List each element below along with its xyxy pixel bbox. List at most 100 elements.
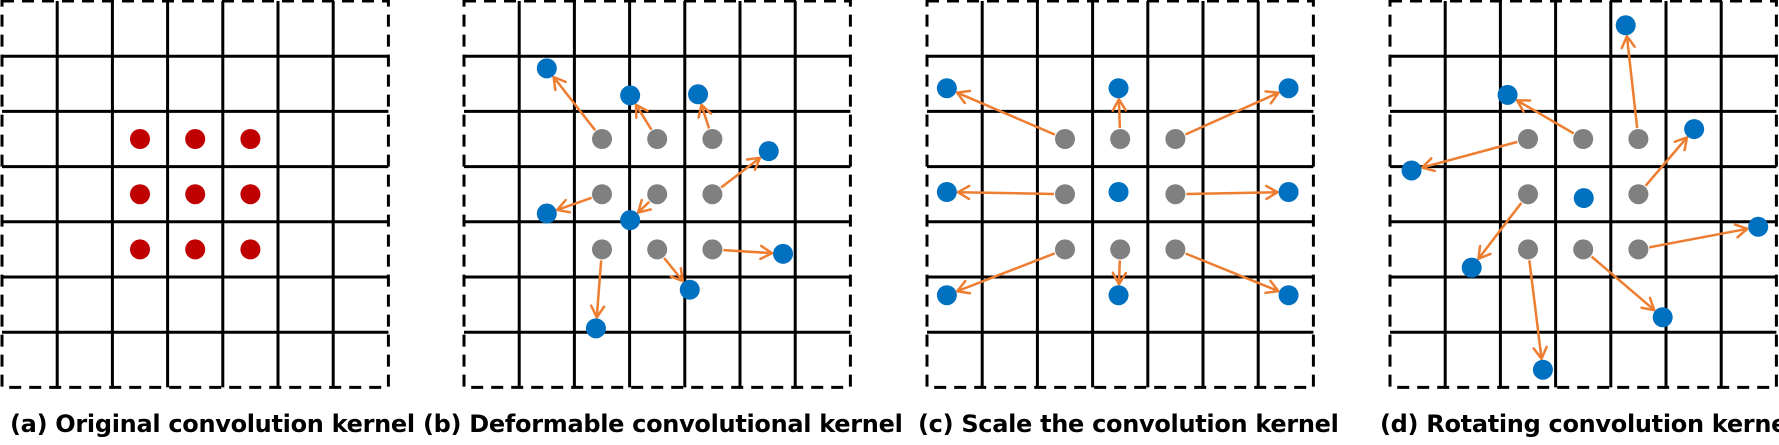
offset-arrow-head <box>759 244 774 261</box>
offset-point <box>758 141 779 162</box>
offset-arrow <box>1111 260 1128 286</box>
offset-point <box>1108 285 1129 306</box>
offset-arrow <box>720 156 762 189</box>
offset-point <box>1278 285 1299 306</box>
offset-point <box>536 203 557 224</box>
offset-arrow <box>634 103 653 131</box>
panel-b-deformable-kernel <box>462 0 852 389</box>
offset-arrow <box>1186 184 1279 201</box>
offset-arrow-shaft <box>595 260 603 318</box>
offset-point <box>1684 119 1705 140</box>
sampling-point <box>1518 184 1538 205</box>
sampling-point <box>1518 239 1538 260</box>
offset-point <box>773 243 794 264</box>
offset-arrow-shaft <box>552 76 597 132</box>
offset-point <box>1573 188 1594 209</box>
offset-point <box>688 84 709 105</box>
offset-point <box>536 58 557 79</box>
offset-arrow-head <box>555 198 572 214</box>
sampling-point <box>592 184 612 205</box>
offset-arrow-shaft <box>1184 91 1280 136</box>
offset-arrow <box>636 198 652 214</box>
offset-arrow-head <box>1264 184 1279 201</box>
offset-point <box>1278 181 1299 202</box>
caption-b: (b) Deformable convolutional kernel <box>423 410 903 438</box>
offset-arrow-head <box>955 89 972 105</box>
sampling-point <box>1165 129 1186 149</box>
offset-arrow <box>552 75 597 132</box>
offset-arrow <box>555 196 593 214</box>
offset-arrow-shaft <box>700 104 711 129</box>
offset-point <box>1278 78 1299 99</box>
offset-arrow-head <box>1111 97 1128 112</box>
grid-border <box>1388 0 1778 389</box>
offset-arrow <box>723 244 774 261</box>
offset-arrow <box>1185 252 1280 295</box>
original-kernel-point <box>185 184 206 205</box>
sampling-point <box>1518 129 1538 149</box>
offset-arrow-shaft <box>720 156 761 189</box>
offset-arrow-head <box>1420 157 1436 173</box>
offset-arrow <box>1515 99 1575 135</box>
offset-arrow-shaft <box>1185 252 1279 293</box>
offset-arrow <box>663 257 685 283</box>
offset-arrow-shaft <box>1117 99 1122 129</box>
sampling-point <box>1628 184 1649 205</box>
offset-arrow-shaft <box>1528 260 1543 359</box>
original-kernel-point <box>130 129 150 149</box>
original-kernel-point <box>130 239 150 260</box>
sampling-point <box>702 184 723 205</box>
offset-point <box>936 285 957 306</box>
offset-point <box>1401 160 1422 181</box>
original-kernel-point <box>240 184 261 205</box>
offset-arrow-head <box>1532 345 1548 361</box>
offset-point <box>1497 84 1518 105</box>
caption-a: (a) Original convolution kernel <box>10 410 415 438</box>
sampling-point <box>1165 184 1186 205</box>
caption-d: (d) Rotating convolution kernel <box>1380 410 1779 438</box>
grid-border <box>0 0 390 389</box>
offset-arrow-head <box>1733 223 1749 239</box>
offset-arrow-head <box>1673 136 1689 152</box>
offset-arrow-shaft <box>956 252 1056 293</box>
offset-arrow <box>1420 140 1518 173</box>
sampling-point <box>647 129 668 149</box>
offset-arrow-head <box>669 267 685 283</box>
sampling-point <box>1055 129 1075 149</box>
offset-point <box>1532 359 1553 380</box>
sampling-point <box>1628 239 1649 260</box>
grid <box>0 0 390 389</box>
offset-arrow-shaft <box>1117 260 1122 285</box>
offset-arrow-head <box>634 103 649 119</box>
offset-arrow <box>589 260 606 319</box>
offset-point <box>1108 78 1129 99</box>
offset-point <box>1108 181 1129 202</box>
offset-arrow-head <box>1477 244 1492 261</box>
offset-point <box>620 210 641 231</box>
sampling-point <box>1110 239 1131 260</box>
sampling-point <box>647 184 668 205</box>
original-kernel-point <box>240 129 261 149</box>
sampling-point <box>702 129 723 149</box>
offset-arrow-shaft <box>1590 255 1656 312</box>
offset-arrow <box>955 252 1056 295</box>
caption-c: (c) Scale the convolution kernel <box>918 410 1339 438</box>
offset-arrow <box>1477 202 1523 261</box>
offset-arrow <box>697 103 713 129</box>
offset-arrow-head <box>1264 90 1280 105</box>
original-kernel-point <box>185 129 206 149</box>
offset-arrow <box>1590 255 1656 312</box>
offset-arrow-shaft <box>1421 140 1518 169</box>
offset-arrow-head <box>552 75 567 92</box>
offset-arrow-shaft <box>637 200 651 214</box>
offset-arrow-shaft <box>556 196 593 212</box>
offset-arrow-head <box>1111 271 1128 286</box>
grid <box>925 0 1315 389</box>
grid <box>462 0 852 389</box>
sampling-point <box>1628 129 1649 149</box>
offset-arrow-head <box>1515 99 1532 113</box>
grid-border <box>925 0 1315 389</box>
offset-arrow-head <box>956 184 971 201</box>
offset-arrow-head <box>1264 279 1280 295</box>
offset-point <box>1615 15 1636 36</box>
